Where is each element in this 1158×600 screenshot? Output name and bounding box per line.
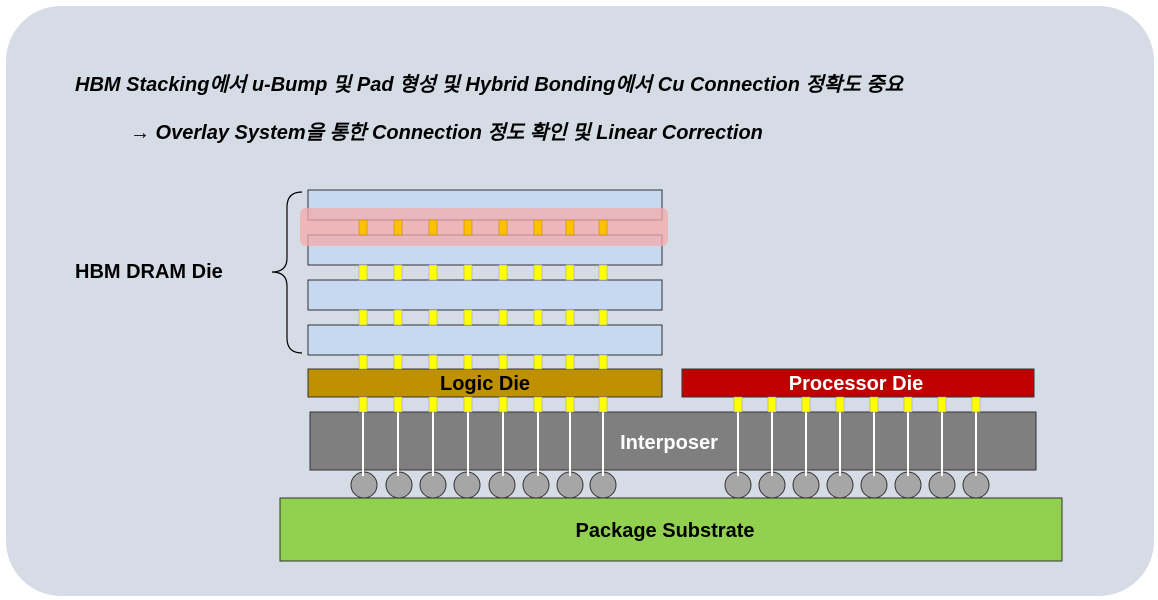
- micro-bump: [835, 396, 845, 413]
- micro-bump: [393, 309, 403, 326]
- interposer-label: Interposer: [620, 432, 718, 454]
- micro-bump: [498, 396, 508, 413]
- micro-bump: [498, 309, 508, 326]
- dram-die-4: [307, 324, 663, 356]
- micro-bump: [565, 396, 575, 413]
- micro-bumps: [358, 264, 981, 413]
- micro-bump: [598, 264, 608, 281]
- package-substrate: [279, 497, 1063, 562]
- micro-bump: [393, 264, 403, 281]
- micro-bump-highlighted: [598, 219, 608, 236]
- subheading-text: → Overlay System을 통한 Connection 정도 확인 및 …: [130, 122, 763, 144]
- micro-bump: [533, 396, 543, 413]
- interposer-label-bg: [605, 427, 735, 457]
- micro-bump: [937, 396, 947, 413]
- micro-bump: [971, 396, 981, 413]
- highlighted-micro-bumps: [358, 219, 608, 236]
- micro-bump: [463, 396, 473, 413]
- micro-bump-highlighted: [533, 219, 543, 236]
- micro-bump: [767, 396, 777, 413]
- processor-die-label: Processor Die: [789, 373, 924, 395]
- micro-bump: [533, 354, 543, 370]
- micro-bump-highlighted: [565, 219, 575, 236]
- package-substrate-label: Package Substrate: [576, 520, 755, 542]
- micro-bump: [358, 354, 368, 370]
- bonding-highlight: [300, 208, 668, 246]
- micro-bump: [428, 354, 438, 370]
- micro-bump: [801, 396, 811, 413]
- processor-die: [681, 368, 1035, 398]
- micro-bump: [358, 309, 368, 326]
- micro-bump: [903, 396, 913, 413]
- micro-bump: [598, 396, 608, 413]
- dram-die-brace: [271, 191, 303, 354]
- interposer-vias: [362, 412, 977, 476]
- micro-bump: [393, 354, 403, 370]
- micro-bump: [358, 264, 368, 281]
- micro-bump-highlighted: [498, 219, 508, 236]
- micro-bump: [869, 396, 879, 413]
- micro-bump-highlighted: [358, 219, 368, 236]
- micro-bump: [358, 396, 368, 413]
- micro-bump: [598, 309, 608, 326]
- solder-balls: [350, 471, 990, 499]
- micro-bump: [463, 309, 473, 326]
- micro-bump: [565, 309, 575, 326]
- logic-die: [307, 368, 663, 398]
- micro-bump: [533, 309, 543, 326]
- micro-bump: [428, 396, 438, 413]
- micro-bump: [428, 309, 438, 326]
- micro-bump-highlighted: [428, 219, 438, 236]
- micro-bump: [598, 354, 608, 370]
- micro-bump-highlighted: [393, 219, 403, 236]
- dram-die-3: [307, 279, 663, 311]
- logic-die-label: Logic Die: [440, 373, 530, 395]
- heading-text: HBM Stacking에서 u-Bump 및 Pad 형성 및 Hybrid …: [75, 74, 904, 96]
- micro-bump: [463, 354, 473, 370]
- micro-bump: [565, 264, 575, 281]
- micro-bump: [565, 354, 575, 370]
- micro-bump-highlighted: [463, 219, 473, 236]
- hbm-dram-die-label: HBM DRAM Die: [75, 261, 223, 283]
- micro-bump: [393, 396, 403, 413]
- micro-bump: [533, 264, 543, 281]
- micro-bump: [428, 264, 438, 281]
- micro-bump: [498, 354, 508, 370]
- micro-bump: [498, 264, 508, 281]
- micro-bump: [733, 396, 743, 413]
- solder-ball: [522, 471, 550, 499]
- micro-bump: [463, 264, 473, 281]
